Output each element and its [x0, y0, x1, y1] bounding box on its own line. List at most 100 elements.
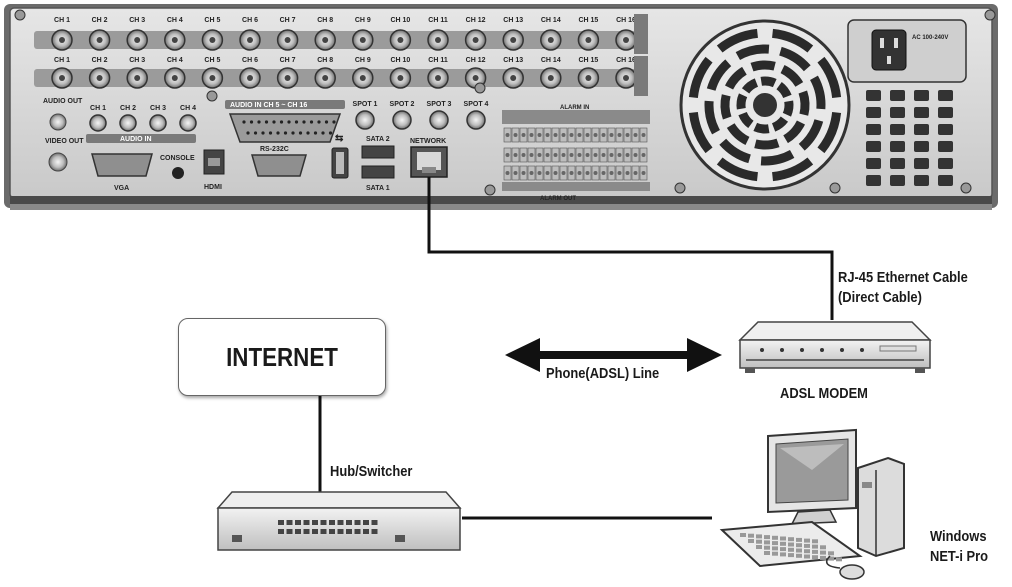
loop-ch-label-12: CH 12 [466, 17, 486, 24]
audio-in-jack-1 [89, 114, 107, 132]
hub-switch [216, 491, 462, 551]
audio-in-label: AUDIO IN [120, 136, 152, 143]
audio-dsub-connector [228, 113, 342, 143]
netipro-label: NET-i Pro [930, 548, 989, 565]
dsub-pins [242, 120, 336, 135]
windows-label: Windows [930, 528, 987, 545]
screw [206, 90, 218, 102]
screw [484, 184, 496, 196]
spot-connector-3 [429, 110, 449, 130]
modem-led-3 [800, 348, 804, 352]
spot-connector-1 [355, 110, 375, 130]
internet-box: INTERNET [178, 318, 386, 396]
screw [674, 182, 686, 194]
loop-ch-label-10: CH 10 [390, 17, 410, 24]
loop-ch-label-4: CH 4 [167, 17, 183, 24]
usb-sata-network-block: ⇆ SATA 2 SATA 1 NETWORK [331, 133, 448, 192]
network-label: NETWORK [410, 138, 446, 145]
video-ports-block: VGA CONSOLE HDMI RS-232C [91, 146, 307, 192]
screw [14, 9, 26, 21]
audio-out-jack [49, 113, 67, 131]
in-ch-label-12: CH 12 [466, 57, 486, 64]
modem-led-4 [820, 348, 824, 352]
adsl-modem [738, 321, 932, 373]
loop-ch-label-5: CH 5 [204, 17, 220, 24]
audio-in-ch-label-4: CH 4 [180, 105, 196, 112]
vga-port [91, 153, 153, 177]
vga-label: VGA [114, 185, 129, 192]
screw [960, 182, 972, 194]
in-ch-label-16: CH 16 [616, 57, 636, 64]
loop-ch-label-1: CH 1 [54, 17, 70, 24]
audio-out-label: AUDIO OUT [43, 98, 83, 105]
cables [318, 177, 834, 520]
loop-ch-label-16: CH 16 [616, 17, 636, 24]
audio-in-jack-3 [149, 114, 167, 132]
in-ch-label-4: CH 4 [167, 57, 183, 64]
in-ch-label-15: CH 15 [578, 57, 598, 64]
rs232c-label: RS-232C [260, 146, 289, 153]
loop-ch-label-7: CH 7 [280, 17, 296, 24]
pc-mouse [839, 564, 865, 580]
spot-connector-2 [392, 110, 412, 130]
in-ch-label-6: CH 6 [242, 57, 258, 64]
modem-led-5 [840, 348, 844, 352]
windows-pc [719, 428, 905, 580]
loop-ch-label-6: CH 6 [242, 17, 258, 24]
sata1-label: SATA 1 [366, 185, 390, 192]
video-out-label: VIDEO OUT [45, 138, 84, 145]
bnc-connector-rows: CH 1 CH 2 CH 3 CH 4 CH 5 CH 6 CH 7 CH 8 CH 9 CH 1… [34, 17, 638, 89]
phone-line-label: Phone(ADSL) Line [546, 365, 660, 382]
alarm-terminal-block: ALARM IN ALARM OUT [502, 105, 650, 202]
in-ch-label-1: CH 1 [54, 57, 70, 64]
in-ch-label-13: CH 13 [503, 57, 523, 64]
alarm-in-label: ALARM IN [560, 105, 589, 111]
console-port [172, 167, 184, 179]
audio-in-jack-4 [179, 114, 197, 132]
audio-in-ch-label-3: CH 3 [150, 105, 166, 112]
in-ch-label-9: CH 9 [355, 57, 371, 64]
usb-icon: ⇆ [335, 133, 344, 144]
ethernet-cable-label: RJ-45 Ethernet Cable [838, 269, 968, 286]
spot-label-4: SPOT 4 [464, 101, 489, 108]
direct-cable-label: (Direct Cable) [838, 289, 922, 306]
power-socket-block: AC 100-240V [847, 19, 967, 186]
loop-ch-label-8: CH 8 [317, 17, 333, 24]
power-label: AC 100-240V [912, 35, 948, 41]
spot-label-3: SPOT 3 [427, 101, 452, 108]
spot-label-1: SPOT 1 [353, 101, 378, 108]
in-ch-label-10: CH 10 [390, 57, 410, 64]
phone-line-double-arrow [505, 338, 722, 372]
adsl-modem-label: ADSL MODEM [780, 385, 868, 402]
loop-ch-label-11: CH 11 [428, 17, 448, 24]
hdmi-label: HDMI [204, 184, 222, 191]
panel-screws [14, 9, 996, 196]
internet-label: INTERNET [226, 341, 338, 372]
screw [984, 9, 996, 21]
modem-led-1 [760, 348, 764, 352]
sata1-port [361, 165, 395, 179]
loop-ch-label-13: CH 13 [503, 17, 523, 24]
loop-ch-label-9: CH 9 [355, 17, 371, 24]
console-label: CONSOLE [160, 155, 195, 162]
audio-in-jack-2 [119, 114, 137, 132]
in-ch-label-11: CH 11 [428, 57, 448, 64]
loop-label-strip [634, 14, 648, 54]
in-label-strip [634, 56, 648, 96]
alarm-out-label: ALARM OUT [540, 196, 576, 202]
audio-in-ch-label: AUDIO IN CH 5 ~ CH 16 [230, 102, 307, 109]
spot-connector-4 [466, 110, 486, 130]
in-ch-label-8: CH 8 [317, 57, 333, 64]
audio-in-dsub-block: AUDIO IN CH 5 ~ CH 16 [225, 100, 345, 143]
in-ch-label-5: CH 5 [204, 57, 220, 64]
in-ch-label-3: CH 3 [129, 57, 145, 64]
loop-ch-label-2: CH 2 [92, 17, 108, 24]
loop-ch-label-14: CH 14 [541, 17, 561, 24]
ethernet-cable-line [427, 177, 834, 320]
loop-ch-label-15: CH 15 [578, 17, 598, 24]
sata2-label: SATA 2 [366, 136, 390, 143]
modem-led-6 [860, 348, 864, 352]
